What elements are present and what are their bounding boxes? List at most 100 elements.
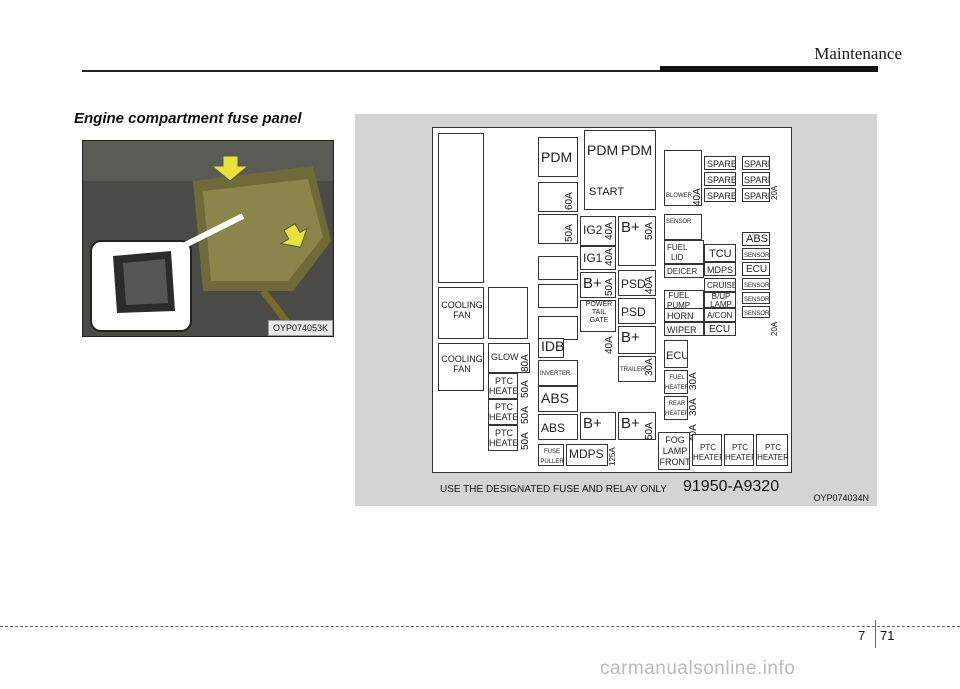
relay-label: PTC HEATER [757, 443, 788, 462]
rating-50a: 50A [520, 380, 531, 398]
fuse-rear-heater: REAR HEATER [664, 396, 688, 420]
fuse-label: CRUISE [707, 281, 736, 290]
rating-50a: 50A [520, 406, 531, 424]
fuse-label: WIPER [667, 325, 697, 335]
fuse-cooling-fan-2 [538, 182, 578, 212]
fuse-label: ABS [746, 233, 769, 245]
relay-label: ECU [666, 350, 688, 362]
rating-40a: 40A [604, 222, 615, 240]
rating-50a: 50A [564, 224, 575, 242]
fuse-label: B+ [583, 415, 602, 432]
fuse-label: BLOWER [666, 193, 693, 199]
fuse-label: ECU [746, 264, 768, 275]
relay-label: FOG LAMP FRONT [659, 435, 690, 467]
relay-label: PDM [621, 142, 653, 158]
fuse-sensor: SENSOR [742, 248, 770, 260]
rating-20a: 20A [770, 321, 779, 336]
fuse-label: SPARE [707, 175, 736, 185]
fuse-label: SENSOR [744, 283, 770, 289]
fuse-ecu: ECU [704, 322, 736, 336]
rating-50a: 50A [604, 278, 615, 296]
fuse-ptc-heater-3: PTC HEATER [488, 425, 518, 451]
relay-ptc-heater-2: PTC HEATER [724, 434, 754, 466]
fuse-label: SENSOR [744, 297, 770, 303]
rating-30a: 30A [688, 398, 699, 416]
fuse-label: MDPS [707, 265, 734, 275]
fuse-sensor: SENSOR [742, 278, 770, 290]
fuse-ptc-heater-1: PTC HEATER [488, 373, 518, 399]
fuse-label: PSD [621, 305, 646, 319]
chapter-number: 7 [858, 628, 866, 643]
fuse-spare: SPARE [742, 172, 770, 186]
fuse-label: PTC HEATER [489, 428, 518, 448]
fuse-mdps-small: MDPS [704, 262, 736, 276]
fuse-ecu-small: ECU [742, 262, 770, 276]
fuse-power-tail-gate: POWER TAIL GATE [580, 300, 616, 332]
rating-20a: 20A [770, 185, 779, 200]
fuse-psd-2: PSD [618, 270, 656, 296]
page-header-title: Maintenance [814, 44, 902, 63]
fuse-fuel-heater: FUEL HEATER [664, 370, 688, 394]
fuse-sensor: SENSOR [742, 306, 770, 318]
fuse-spare: SPARE [704, 156, 736, 170]
fuse-abs-small: ABS [742, 232, 770, 246]
fuse-fuel-pump: FUEL PUMP [664, 290, 704, 310]
fuse-label: SPARE [707, 159, 736, 169]
fuse-label: FUEL HEATER [665, 375, 688, 391]
fuse-label: SENSOR [744, 311, 770, 317]
fuse-trailer: TRAILER [618, 356, 656, 382]
rating-125a: 125A [608, 447, 617, 466]
relay-cooling-fan-1: COOLING FAN [438, 343, 484, 391]
fuse-label: B+ [621, 219, 640, 236]
fuse-wiper: WIPER [664, 322, 704, 336]
fuse-label: SENSOR [666, 219, 692, 225]
header-rule [82, 70, 878, 72]
fuse-spare: SPARE [742, 188, 770, 202]
fuse-sensor: SENSOR [742, 292, 770, 304]
fuse-label: ABS [541, 390, 570, 406]
part-number: 91950-A9320 [683, 478, 780, 495]
section-title: Engine compartment fuse panel [74, 110, 302, 127]
photo-code: OYP074053K [267, 320, 333, 336]
fuse-glow: GLOW [488, 343, 530, 373]
fuse-fuel-lid: FUEL LID [664, 240, 704, 264]
fuse-label: POWER TAIL GATE [585, 301, 613, 324]
fuse-bup-lamp: B/UP LAMP [704, 292, 736, 308]
fuse-pseat [538, 256, 578, 280]
fuse-label: PSD [621, 277, 646, 291]
relay-label: COOLING FAN [441, 300, 483, 320]
footer-rule [0, 626, 960, 627]
relay-pdm-start: PDM PDM START [584, 130, 656, 210]
fuse-label: IG2 [583, 223, 603, 237]
fuse-psd-1: PSD [618, 298, 656, 324]
fuse-mdps: MDPS [566, 444, 608, 466]
rating-30a: 30A [644, 358, 655, 376]
fuse-abs-2: ABS [538, 386, 578, 412]
rating-40a: 40A [604, 248, 615, 266]
fuse-cruise: CRUISE [704, 278, 736, 292]
relay-label: PDM [587, 142, 619, 158]
fuse-label: ABS [541, 421, 566, 435]
fuse-ig2: IG2 [580, 216, 616, 246]
fuse-ig1: IG1 [580, 246, 616, 270]
rating-50a: 50A [520, 432, 531, 450]
page-number: 71 [880, 628, 895, 643]
fuse-warning-text: USE THE DESIGNATED FUSE AND RELAY ONLY [440, 484, 667, 495]
fuse-blower: BLOWER [664, 150, 702, 206]
fuse-fog-lamp [538, 284, 578, 308]
fuse-label: SPARE [707, 191, 736, 201]
fuse-spare: SPARE [742, 156, 770, 170]
rating-40a: 40A [644, 276, 655, 294]
relay-label: PTC HEATER [693, 443, 722, 462]
relay-label: START [589, 186, 625, 198]
footer-divider [875, 620, 876, 648]
fuse-label: TCU [709, 248, 732, 260]
fuse-label: B+ [621, 415, 640, 432]
fuse-label: GLOW [491, 352, 519, 362]
fuse-label: FUEL LID [667, 243, 688, 262]
fuse-label: INVERTER [540, 371, 571, 377]
fuse-puller-label: FUSE PULLER [540, 449, 564, 465]
fuse-label: ECU [709, 324, 731, 335]
rating-80a: 80A [520, 354, 531, 372]
relay-label: PTC HEATER [725, 443, 754, 462]
